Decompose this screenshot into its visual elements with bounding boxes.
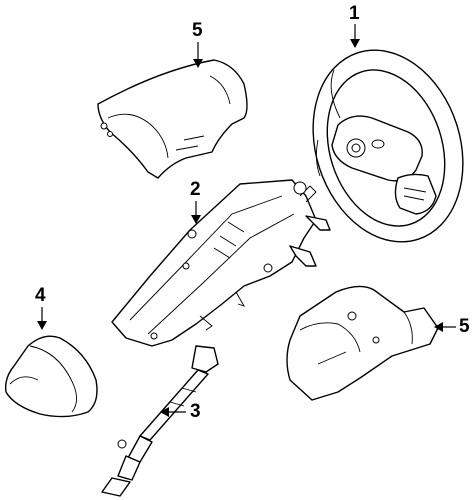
steering-column-assembly: [111, 179, 331, 347]
callout-2: 2: [190, 179, 201, 200]
callout-4-leader: [37, 307, 47, 330]
upper-column-cover: [97, 59, 248, 179]
callout-1: 1: [349, 3, 360, 24]
callout-1-leader: [350, 24, 360, 48]
callout-5b-leader: [434, 322, 456, 332]
steering-wheel: [312, 49, 464, 243]
callout-3: 3: [190, 401, 201, 422]
intermediate-shaft: [101, 345, 219, 497]
column-switch-cover: [4, 335, 98, 418]
callout-5-lower: 5: [459, 316, 470, 337]
callout-2-leader: [191, 201, 201, 224]
callout-5-upper: 5: [192, 20, 203, 41]
callout-4: 4: [35, 285, 46, 306]
lower-column-cover: [286, 285, 439, 401]
callout-5a-leader: [193, 42, 203, 68]
callout-3-leader: [160, 407, 186, 417]
